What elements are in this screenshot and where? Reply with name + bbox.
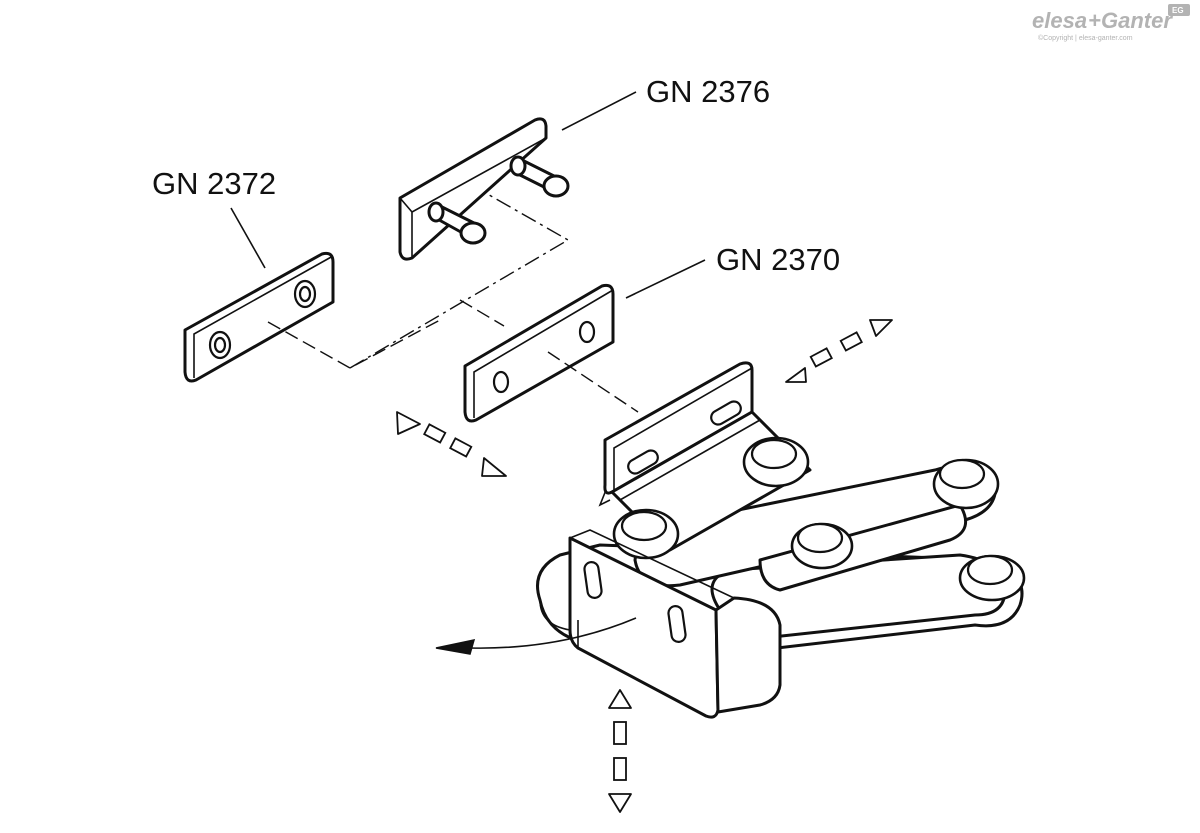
label-gn2372: GN 2372 bbox=[152, 166, 276, 201]
slot-right bbox=[710, 400, 742, 426]
adjust-arrow-vertical-icon bbox=[608, 689, 632, 813]
leader-gn2370 bbox=[625, 259, 706, 299]
dashed-assembly-line-gn2372 bbox=[267, 319, 441, 369]
adjust-arrow-right-icon bbox=[785, 319, 893, 383]
logo-copyright: ©Copyright | elesa-ganter.com bbox=[1038, 34, 1133, 42]
plate-gn2376 bbox=[398, 117, 570, 261]
leader-gn2376 bbox=[561, 91, 637, 131]
hole-right bbox=[578, 320, 596, 344]
lower-slot-left bbox=[583, 561, 603, 599]
pivot-cap-bracket-top bbox=[750, 438, 798, 470]
logo-badge: EG bbox=[1172, 6, 1184, 15]
logo-brand-left: elesa bbox=[1032, 8, 1087, 33]
pin-right bbox=[509, 155, 570, 198]
label-gn2370: GN 2370 bbox=[716, 242, 840, 277]
hole-left bbox=[492, 370, 510, 394]
logo-brand-plus: + bbox=[1088, 8, 1101, 33]
plate-gn2370 bbox=[463, 283, 615, 423]
middle-link-arm bbox=[758, 503, 968, 592]
adjust-arrow-left-icon bbox=[396, 411, 507, 477]
lower-slot-right bbox=[667, 605, 687, 643]
slot-left bbox=[627, 449, 659, 475]
logo-badge-box bbox=[1168, 4, 1190, 16]
pivot-cap-lower-right bbox=[966, 554, 1014, 586]
label-gn2376: GN 2376 bbox=[646, 74, 770, 109]
pivot-cap-center bbox=[796, 522, 844, 554]
dashed-line-gn2370-bottom bbox=[547, 351, 639, 413]
leader-gn2372 bbox=[230, 207, 266, 269]
dashed-line-gn2370-top bbox=[459, 299, 505, 327]
plate-gn2372 bbox=[183, 251, 335, 383]
pivot-cap-bracket-left bbox=[620, 510, 668, 542]
pivot-cap-upper-right bbox=[938, 458, 986, 490]
lower-bracket-side bbox=[714, 596, 782, 714]
swing-arrow-icon bbox=[435, 617, 637, 655]
logo-brand-right: Ganter bbox=[1101, 8, 1173, 33]
hinge-assembly bbox=[536, 361, 1026, 719]
elesa-ganter-logo: elesa + Ganter EG ©Copyright | elesa-gan… bbox=[1032, 4, 1190, 42]
pin-left bbox=[427, 201, 487, 245]
